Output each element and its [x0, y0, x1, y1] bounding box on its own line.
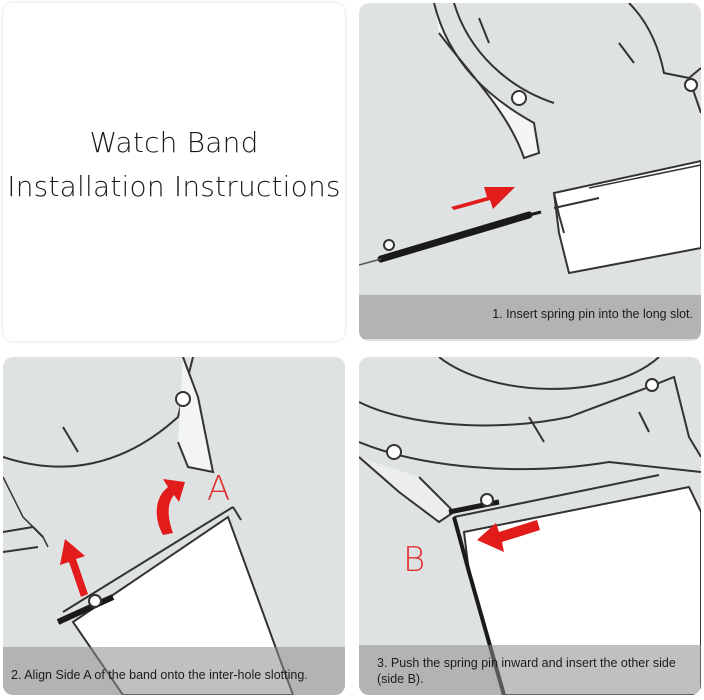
side-a-label: A	[207, 469, 231, 509]
step-3-illustration	[359, 357, 701, 695]
title-line-2: Installation Instructions	[7, 170, 341, 203]
step-1-caption: 1. Insert spring pin into the long slot.	[359, 295, 701, 339]
step-1-panel: 1. Insert spring pin into the long slot.	[359, 3, 701, 341]
side-b-label: B	[403, 540, 426, 580]
curved-arrow-icon	[156, 479, 185, 535]
up-arrow-icon	[60, 539, 88, 597]
title-panel: Watch Band Installation Instructions	[3, 3, 345, 341]
step-1-illustration	[359, 3, 701, 275]
title-line-1: Watch Band	[89, 126, 259, 159]
step-3-caption: 3. Push the spring pin inward and insert…	[359, 645, 701, 695]
page-title: Watch Band Installation Instructions	[3, 121, 345, 209]
right-arrow-icon	[451, 187, 515, 210]
step-2-caption: 2. Align Side A of the band onto the int…	[3, 647, 345, 695]
step-2-illustration	[3, 357, 295, 695]
left-arrow-icon	[477, 520, 540, 552]
step-2-panel: A 2. Align Side A of the band onto the i…	[3, 357, 345, 695]
step-3-panel: B 3. Push the spring pin inward and inse…	[359, 357, 701, 695]
